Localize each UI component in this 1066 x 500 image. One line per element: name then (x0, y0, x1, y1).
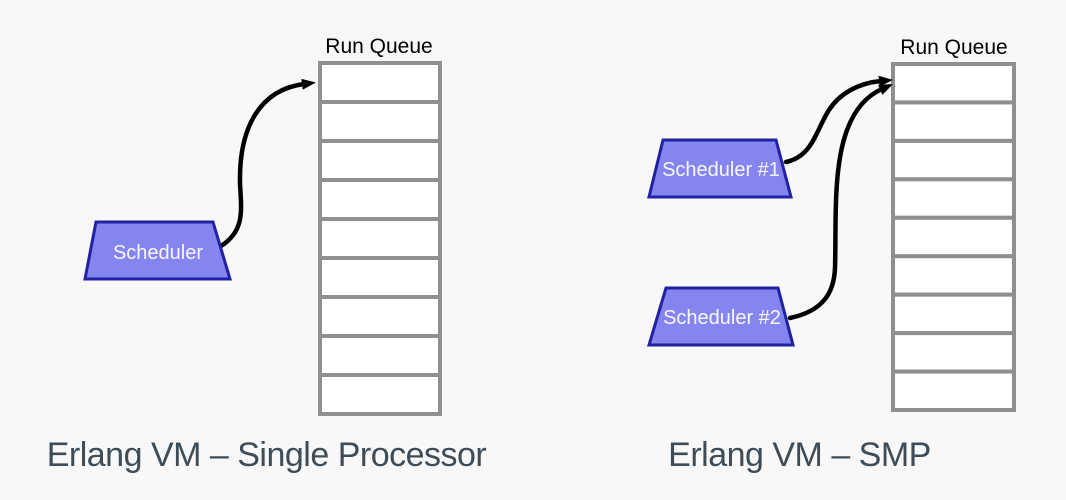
scheduler2-node: Scheduler #2 (646, 286, 795, 347)
scheduler-to-queue-arrow (218, 78, 316, 249)
queue-slot (318, 334, 442, 377)
scheduler1-to-queue-arrow (783, 75, 893, 165)
single-processor-diagram: Run Queue Scheduler Erlang VM – Single P… (46, 35, 487, 474)
queue-slot (891, 331, 1016, 374)
run-queue-label: Run Queue (900, 36, 1007, 59)
queue-slot (891, 369, 1016, 412)
single-processor-canvas: Run Queue Scheduler (83, 35, 442, 416)
queue-slot (891, 62, 1016, 105)
queue-slot (891, 215, 1016, 259)
scheduler1-label: Scheduler #1 (662, 159, 780, 181)
scheduler-node: Scheduler (83, 220, 233, 281)
queue-slot (318, 373, 442, 416)
queue-slot (891, 100, 1016, 143)
right-caption: Erlang VM – SMP (668, 436, 931, 474)
smp-diagram: Run Queue Scheduler #1 Scheduler #2 Erla… (533, 0, 1066, 500)
queue-slot (891, 138, 1016, 182)
queue-slot (318, 61, 442, 104)
queue-slot (318, 100, 442, 143)
scheduler2-trapezoid (646, 286, 795, 347)
scheduler2-label: Scheduler #2 (663, 307, 781, 329)
scheduler-trapezoid (83, 220, 233, 281)
queue-slot (891, 292, 1016, 336)
scheduler1-node: Scheduler #1 (647, 138, 793, 199)
scheduler1-trapezoid (647, 138, 793, 199)
smp-canvas: Run Queue Scheduler #1 Scheduler #2 (646, 36, 1016, 412)
queue-slot (891, 254, 1016, 297)
run-queue (318, 61, 442, 416)
queue-slot (318, 139, 442, 182)
run-queue (891, 62, 1016, 412)
queue-slot (891, 177, 1016, 220)
left-caption: Erlang VM – Single Processor (46, 436, 487, 474)
run-queue-label: Run Queue (325, 35, 432, 58)
queue-slot (318, 178, 442, 221)
queue-slot (318, 295, 442, 338)
scheduler-label: Scheduler (113, 242, 203, 264)
scheduler2-to-queue-arrow (787, 84, 893, 321)
queue-slot (318, 256, 442, 299)
queue-slot (318, 217, 442, 260)
